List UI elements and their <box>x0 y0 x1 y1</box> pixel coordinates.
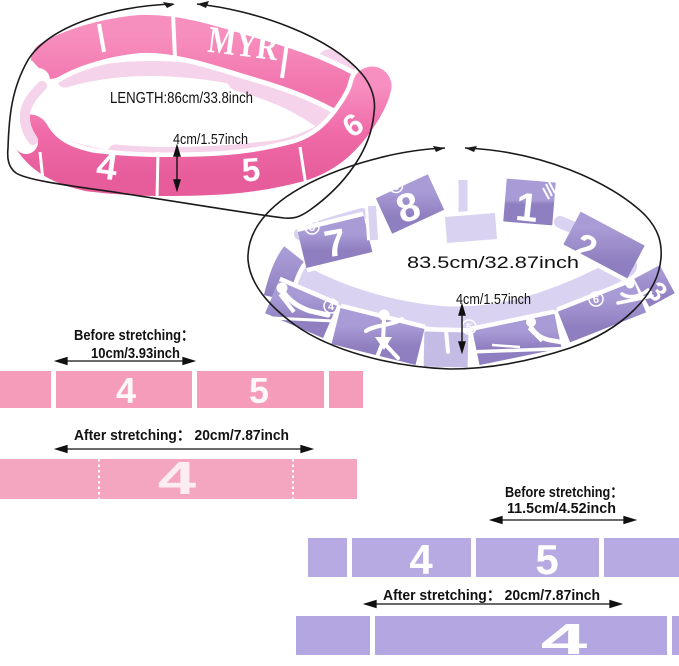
svg-text:5: 5 <box>309 222 315 234</box>
svg-text:4: 4 <box>541 615 587 664</box>
svg-text:5: 5 <box>249 370 269 411</box>
svg-text:5: 5 <box>466 322 472 334</box>
svg-text:5: 5 <box>241 150 262 188</box>
svg-text:4: 4 <box>409 536 433 583</box>
svg-text:4cm/1.57inch: 4cm/1.57inch <box>173 132 248 148</box>
svg-text:10cm/3.93inch: 10cm/3.93inch <box>91 345 180 362</box>
svg-text:4: 4 <box>116 370 136 411</box>
svg-text:Before stretching：: Before stretching： <box>74 327 194 344</box>
svg-text:After stretching： 20cm/7.87in: After stretching： 20cm/7.87inch <box>383 587 600 604</box>
svg-text:8: 8 <box>393 181 399 193</box>
svg-text:Before stretching：: Before stretching： <box>505 484 623 501</box>
svg-text:83.5cm/32.87inch: 83.5cm/32.87inch <box>407 254 579 272</box>
svg-text:5: 5 <box>535 536 558 583</box>
svg-text:6: 6 <box>593 294 599 306</box>
svg-text:4: 4 <box>328 301 335 313</box>
svg-text:11.5cm/4.52inch: 11.5cm/4.52inch <box>507 500 616 517</box>
svg-text:After stretching： 20cm/7.87in: After stretching： 20cm/7.87inch <box>74 427 289 444</box>
svg-text:4: 4 <box>158 453 197 504</box>
svg-text:LENGTH:86cm/33.8inch: LENGTH:86cm/33.8inch <box>110 90 253 107</box>
svg-text:1: 1 <box>514 185 541 231</box>
svg-text:MYR: MYR <box>206 19 281 69</box>
svg-text:4cm/1.57inch: 4cm/1.57inch <box>456 292 531 308</box>
